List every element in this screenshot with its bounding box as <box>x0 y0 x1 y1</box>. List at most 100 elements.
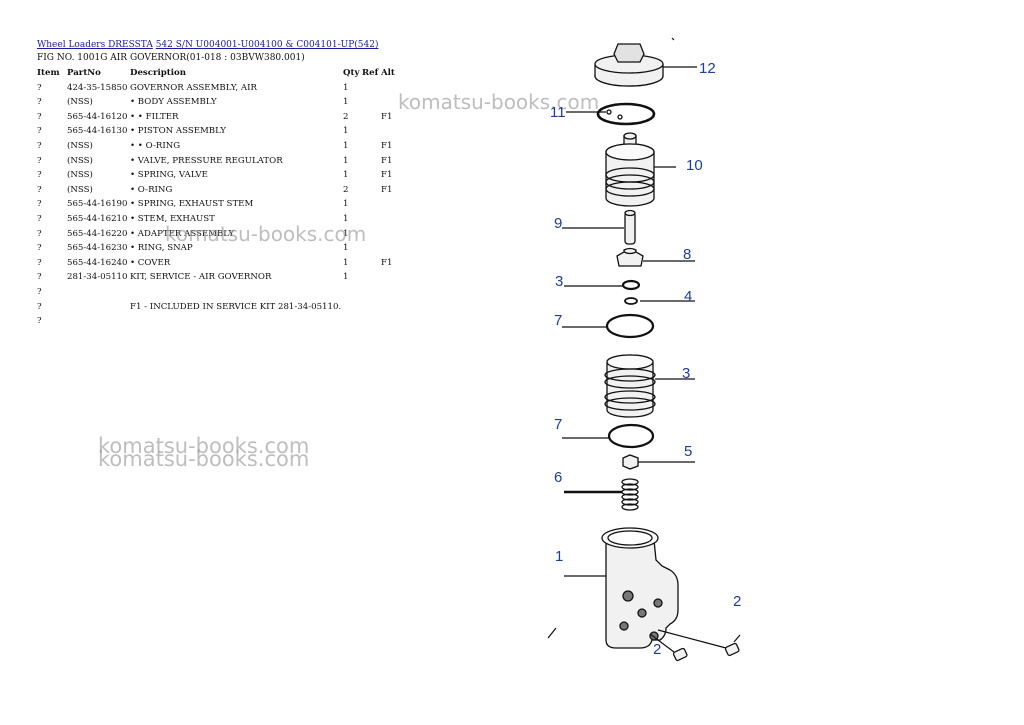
part-spring <box>621 478 639 511</box>
cell-part-no: (NSS) <box>67 184 93 195</box>
cell-item: ? <box>37 199 42 210</box>
callout-4: 4 <box>684 288 692 305</box>
cell-ref <box>362 183 381 198</box>
figure-title: FIG NO. 1001G AIR GOVERNOR(01-018 : 03BV… <box>37 53 305 63</box>
cell-part-no: 281-34-05110 <box>67 272 128 283</box>
cell-qty: 2 <box>343 184 349 195</box>
cell-part-no: 565-44-16210 <box>67 213 128 224</box>
table-row: ? <box>37 285 401 300</box>
cell-part-no: 565-44-16240 <box>67 257 128 268</box>
part-body-assembly <box>601 527 679 649</box>
cell-item: ? <box>37 170 42 181</box>
cell-qty: 1 <box>343 213 349 224</box>
callout-5: 5 <box>684 443 692 460</box>
watermark-text: komatsu-books.com <box>98 434 310 458</box>
cell-ref <box>362 81 381 96</box>
parts-table: Item PartNo Description Qty Ref Alt ?424… <box>37 66 401 329</box>
cell-qty: 1 <box>343 82 349 93</box>
cell-item: ? <box>37 111 42 122</box>
cell-qty: 2 <box>343 111 349 122</box>
cell-description: • PISTON ASSEMBLY <box>130 126 226 137</box>
callout-10: 10 <box>686 157 703 174</box>
cell-part-no: (NSS) <box>67 155 93 166</box>
cell-qty: 1 <box>343 140 349 151</box>
watermark-text: komatsu-books.com <box>398 90 600 114</box>
cell-alt: F1 <box>381 155 393 166</box>
breadcrumb-link-model[interactable]: Wheel Loaders DRESSTA <box>37 40 153 50</box>
cell-part-no: 565-44-16220 <box>67 228 128 239</box>
part-adapter-assembly <box>604 354 656 418</box>
cell-qty: 1 <box>343 155 349 166</box>
cell-alt: F1 <box>381 184 393 195</box>
cell-alt <box>381 212 401 227</box>
cell-ref <box>362 256 381 271</box>
callout-3: 3 <box>555 273 563 290</box>
cell-part-no <box>67 314 130 329</box>
cell-alt <box>381 270 401 285</box>
cell-ref <box>362 154 381 169</box>
callout-2: 2 <box>733 593 741 610</box>
cell-description: • COVER <box>130 257 171 268</box>
callout-2: 2 <box>653 641 661 658</box>
cell-part-no: 565-44-16130 <box>67 126 128 137</box>
header-part-no: PartNo <box>67 68 101 78</box>
cell-item: ? <box>37 316 42 327</box>
part-filter <box>624 297 638 305</box>
table-row: ? <box>37 314 401 329</box>
cell-part-no: 565-44-16120 <box>67 111 128 122</box>
cell-ref <box>362 270 381 285</box>
cell-ref <box>362 95 381 110</box>
header-description: Description <box>130 68 187 78</box>
cell-item: ? <box>37 155 42 166</box>
cell-ref <box>362 168 381 183</box>
cell-part-no: (NSS) <box>67 140 93 151</box>
header-ref: Ref <box>362 68 379 78</box>
cell-ref <box>362 285 381 300</box>
cell-part-no: 565-44-16190 <box>67 199 128 210</box>
exploded-parts-diagram: 12 11 10 9 8 3 4 7 3 7 5 6 1 2 2 <box>547 37 741 662</box>
part-o-ring <box>621 279 641 291</box>
table-row: ? (NSS) • VALVE, PRESSURE REGULATOR 1 F1 <box>37 154 401 169</box>
cell-qty <box>343 285 362 300</box>
parts-table-header: Item PartNo Description Qty Ref Alt <box>37 66 401 81</box>
part-cover <box>594 43 664 87</box>
cell-item: ? <box>37 243 42 254</box>
watermark-text: komatsu-books.com <box>165 222 367 246</box>
table-row: ? 565-44-16190• SPRING, EXHAUST STEM 1 <box>37 197 401 212</box>
cell-description: • SPRING, VALVE <box>130 170 208 181</box>
cell-description <box>130 314 343 329</box>
cell-qty: 1 <box>343 126 349 137</box>
cell-alt: F1 <box>381 257 393 268</box>
cell-alt: F1 <box>381 140 393 151</box>
cell-description: • BODY ASSEMBLY <box>130 97 217 108</box>
part-plug <box>672 642 740 662</box>
cell-description: F1 - INCLUDED IN SERVICE KIT 281-34-0511… <box>130 301 342 312</box>
watermark-text: komatsu-books.com <box>98 447 310 471</box>
cell-alt: F1 <box>381 111 393 122</box>
cell-item: ? <box>37 301 42 312</box>
cell-qty: 1 <box>343 97 349 108</box>
cell-alt <box>381 124 401 139</box>
cell-item: ? <box>37 286 42 297</box>
cell-qty: 1 <box>343 170 349 181</box>
cell-description: • VALVE, PRESSURE REGULATOR <box>130 155 283 166</box>
cell-description: KIT, SERVICE - AIR GOVERNOR <box>130 272 272 283</box>
cell-alt <box>381 197 401 212</box>
cell-description: • SPRING, EXHAUST STEM <box>130 199 254 210</box>
cell-qty: 1 <box>343 272 349 283</box>
table-row: ? (NSS) • • O-RING 1 F1 <box>37 139 401 154</box>
cell-item: ? <box>37 213 42 224</box>
cell-item: ? <box>37 126 42 137</box>
cell-part-no: 565-44-16230 <box>67 243 128 254</box>
breadcrumb-link-serial[interactable]: 542 S/N U004001-U004100 & C004101-UP(542… <box>155 40 379 50</box>
cell-part-no: (NSS) <box>67 170 93 181</box>
cell-description: • • O-RING <box>130 140 181 151</box>
cell-item: ? <box>37 272 42 283</box>
cell-qty: 1 <box>343 199 349 210</box>
part-o-ring-large <box>607 423 655 449</box>
cell-item: ? <box>37 140 42 151</box>
cell-ref <box>362 110 381 125</box>
